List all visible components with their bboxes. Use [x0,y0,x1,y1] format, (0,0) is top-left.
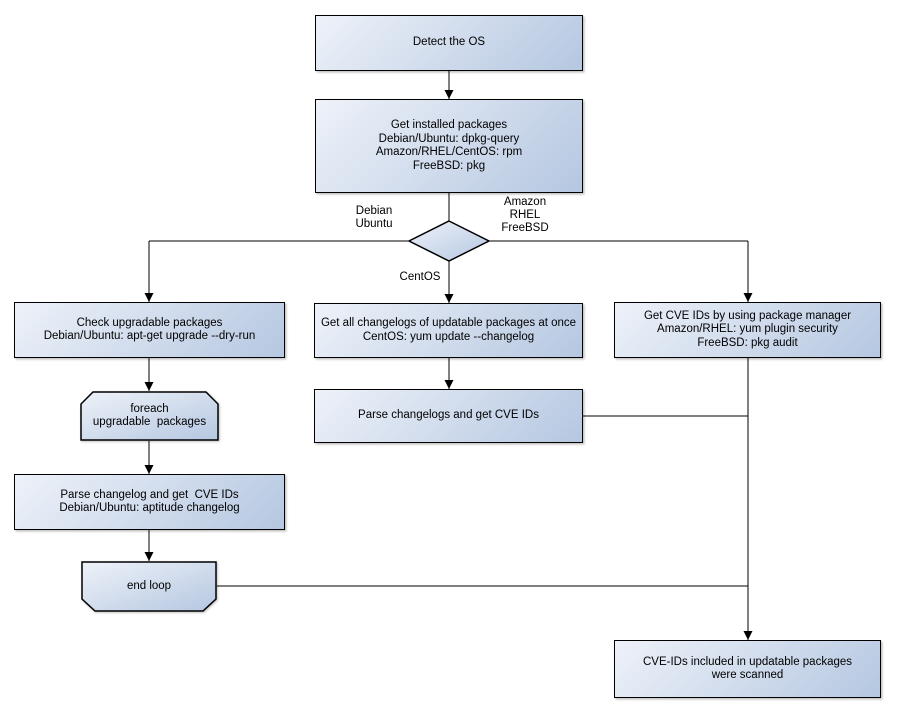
node-get-installed-packages: Get installed packages Debian/Ubuntu: dp… [315,99,583,193]
node-parse-changelogs-centos: Parse changelogs and get CVE IDs [314,389,583,443]
node-get-all-changelogs-label: Get all changelogs of updatable packages… [320,317,577,343]
branch-label-debian-ubuntu: Debian Ubuntu [355,205,393,230]
branch-label-centos: CentOS [399,271,441,283]
node-detect-os-label: Detect the OS [412,36,486,49]
node-detect-os: Detect the OS [315,15,583,71]
node-check-upgradable-packages-label: Check upgradable packages Debian/Ubuntu:… [43,316,256,343]
node-get-installed-packages-label: Get installed packages Debian/Ubuntu: dp… [375,119,523,172]
edge-lines [144,71,753,640]
loop-start-shape [80,391,219,441]
node-end-loop-label: end loop [126,579,172,592]
node-foreach-loop-start: foreach upgradable packages [80,391,219,441]
node-foreach-loop-label: foreach upgradable packages [92,402,207,429]
node-end-loop: end loop [81,561,217,612]
node-get-all-changelogs: Get all changelogs of updatable packages… [314,303,583,358]
branch-label-amazon-rhel-freebsd: Amazon RHEL FreeBSD [501,196,549,234]
node-get-cve-ids-pkg-manager-label: Get CVE IDs by using package manager Ama… [643,309,852,349]
node-result-cve-ids-scanned-label: CVE-IDs included in updatable packages w… [642,655,853,682]
node-check-upgradable-packages: Check upgradable packages Debian/Ubuntu:… [14,302,285,358]
node-parse-changelog-debian-label: Parse changelog and get CVE IDs Debian/U… [59,488,240,515]
os-decision-diamond [407,220,491,262]
loop-end-shape [81,561,217,612]
node-result-cve-ids-scanned: CVE-IDs included in updatable packages w… [614,640,881,698]
node-parse-changelogs-centos-label: Parse changelogs and get CVE IDs [358,409,539,422]
node-parse-changelog-debian: Parse changelog and get CVE IDs Debian/U… [14,474,285,530]
node-get-cve-ids-pkg-manager: Get CVE IDs by using package manager Ama… [614,302,881,358]
